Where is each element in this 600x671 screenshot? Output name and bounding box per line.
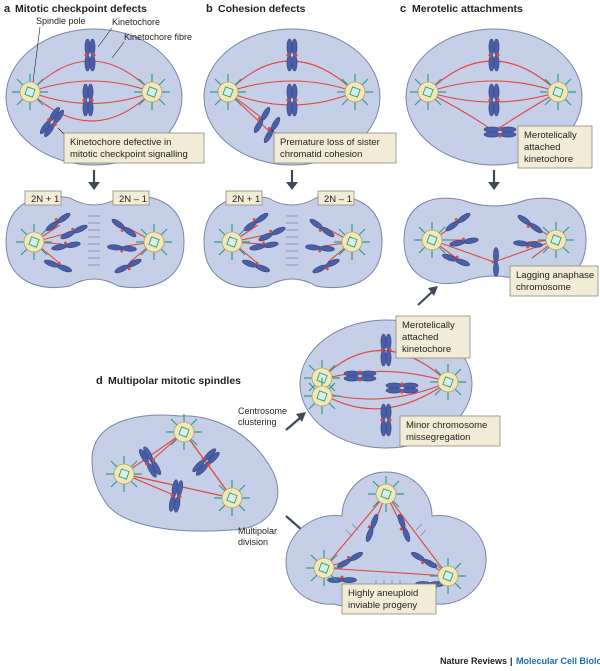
clustering-to-c-arrow — [417, 291, 433, 306]
svg-text:kinetochore: kinetochore — [524, 154, 573, 165]
svg-text:Lagging anaphase: Lagging anaphase — [516, 270, 594, 281]
clustering-arrowhead — [296, 412, 306, 422]
panel-d-aneuploid-callout: Highly aneuploid inviable progeny — [341, 583, 437, 615]
svg-text:Merotelic attachments: Merotelic attachments — [412, 3, 523, 15]
panel-d-tripolar-cell — [285, 471, 487, 609]
panel-b-arrowhead — [286, 182, 298, 190]
division-arrow — [285, 515, 303, 531]
svg-text:chromatid cohesion: chromatid cohesion — [280, 149, 362, 160]
svg-text:chromosome: chromosome — [516, 282, 571, 293]
svg-text:Cohesion defects: Cohesion defects — [218, 3, 306, 15]
svg-text:2N – 1: 2N – 1 — [119, 194, 147, 205]
svg-text:2N + 1: 2N + 1 — [232, 194, 260, 205]
panel-c-arrowhead — [488, 182, 500, 190]
svg-text:c: c — [400, 3, 406, 15]
svg-text:d: d — [96, 375, 103, 387]
panel-d-multipolar-cell — [91, 413, 279, 532]
svg-text:Merotelically: Merotelically — [402, 320, 455, 331]
panel-d-merotelic-callout: Merotelically attached kinetochore — [395, 315, 471, 359]
panel-d-title: d Multipolar mitotic spindles — [96, 375, 241, 387]
centrosome-clustering-label: Centrosome clustering — [238, 406, 287, 427]
panel-a-gain-label: 2N + 1 — [24, 190, 62, 206]
panel-c-lagging-callout: Lagging anaphase chromosome — [509, 265, 599, 297]
multipolar-division-label: Multipolar division — [238, 526, 277, 547]
svg-text:Multipolar: Multipolar — [238, 526, 277, 536]
spindle-pole-label: Spindle pole — [36, 16, 86, 26]
panel-a-anaphase-cell — [5, 195, 185, 289]
panel-c-title: c Merotelic attachments — [400, 3, 523, 15]
svg-text:2N + 1: 2N + 1 — [31, 194, 59, 205]
svg-text:|: | — [510, 656, 513, 666]
svg-text:Nature Reviews: Nature Reviews — [440, 656, 507, 666]
kinetochore-label: Kinetochore — [112, 17, 160, 27]
svg-text:kinetochore: kinetochore — [402, 344, 451, 355]
panel-d-minor-callout: Minor chromosome missegregation — [399, 415, 501, 447]
panel-a-loss-label: 2N – 1 — [112, 190, 150, 206]
svg-text:division: division — [238, 537, 268, 547]
panel-b-title: b Cohesion defects — [206, 3, 306, 15]
panel-b-gain-label: 2N + 1 — [225, 190, 263, 206]
panel-c-anaphase-cell — [403, 197, 587, 285]
panel-a-callout: Kinetochore defective in mitotic checkpo… — [63, 132, 205, 164]
svg-text:inviable progeny: inviable progeny — [348, 600, 417, 611]
svg-text:Kinetochore defective in: Kinetochore defective in — [70, 137, 171, 148]
svg-text:Highly aneuploid: Highly aneuploid — [348, 588, 418, 599]
svg-text:mitotic checkpoint signalling: mitotic checkpoint signalling — [70, 149, 188, 160]
kinetochore-fibre-label: Kinetochore fibre — [124, 32, 192, 42]
svg-text:Minor chromosome: Minor chromosome — [406, 420, 487, 431]
svg-text:Centrosome: Centrosome — [238, 406, 287, 416]
panel-c-callout: Merotelically attached kinetochore — [517, 125, 593, 169]
panel-a-title: a Mitotic checkpoint defects — [4, 3, 147, 15]
svg-text:a: a — [4, 3, 11, 15]
svg-text:missegregation: missegregation — [406, 432, 470, 443]
svg-text:Mitotic checkpoint defects: Mitotic checkpoint defects — [15, 3, 147, 15]
clustering-arrow — [285, 417, 301, 431]
panel-a-metaphase-cell — [5, 26, 183, 166]
svg-text:Premature loss of sister: Premature loss of sister — [280, 137, 380, 148]
svg-text:Merotelically: Merotelically — [524, 130, 577, 141]
svg-text:attached: attached — [402, 332, 438, 343]
svg-text:Molecular Cell Biology: Molecular Cell Biology — [516, 656, 600, 666]
svg-text:2N – 1: 2N – 1 — [324, 194, 352, 205]
journal-credit: Nature Reviews | Molecular Cell Biology — [440, 656, 600, 666]
panel-b-loss-label: 2N – 1 — [317, 190, 355, 206]
svg-text:clustering: clustering — [238, 417, 277, 427]
svg-text:b: b — [206, 3, 213, 15]
svg-text:attached: attached — [524, 142, 560, 153]
clustering-to-c-arrowhead — [428, 286, 438, 296]
svg-text:Multipolar mitotic spindles: Multipolar mitotic spindles — [108, 375, 241, 387]
panel-a-arrowhead — [88, 182, 100, 190]
panel-b-anaphase-cell — [203, 195, 383, 289]
panel-b-callout: Premature loss of sister chromatid cohes… — [273, 132, 397, 164]
